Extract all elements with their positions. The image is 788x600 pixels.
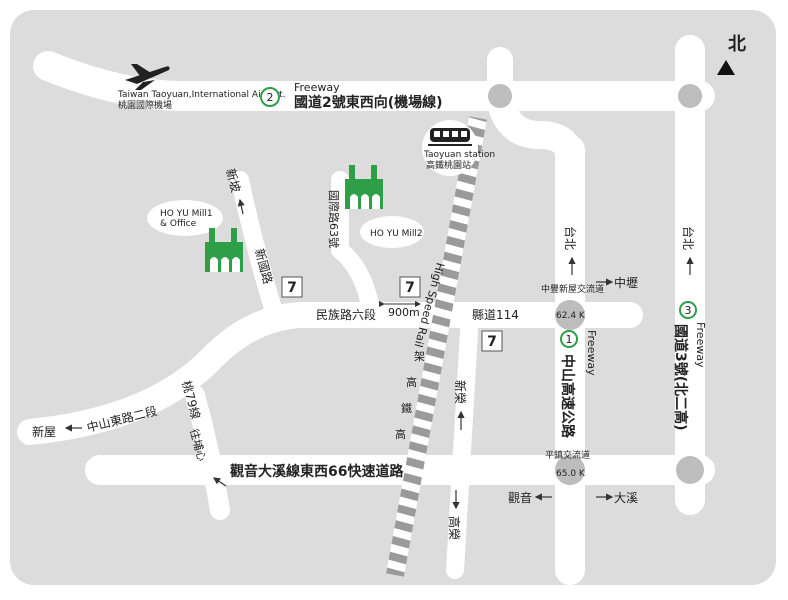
mill1-line2: & Office	[160, 219, 197, 229]
hsr-zh-3: 鐵	[401, 401, 412, 415]
freeway2-junction-circle	[488, 84, 512, 108]
station-zh: 高鐵桃園站	[426, 159, 471, 171]
fw1-en: Freeway	[585, 330, 598, 376]
fw3-name: 國道3號(北二高)	[672, 324, 689, 431]
xinrong-label: 新榮	[453, 380, 468, 404]
seven-eleven-icon: 7	[281, 276, 303, 298]
daxi-dir-label: 大溪	[614, 491, 638, 505]
fw1-interchange-north: 中豐新屋交流道	[541, 283, 604, 295]
fw3-shield-icon: 3	[679, 301, 697, 319]
mill1-line1: HO YU Mill1	[160, 209, 213, 219]
fw1-shield-icon: 1	[560, 330, 578, 348]
svg-text:7: 7	[487, 334, 497, 350]
link-road	[486, 82, 584, 174]
fw1-k-south: 65.0 K	[556, 469, 586, 479]
factory-icon	[345, 165, 383, 209]
interchange-north-circle	[555, 300, 585, 330]
hsr-zh-2: 高	[406, 375, 417, 389]
fw1-taipei-label: 台北	[563, 226, 578, 250]
seven-eleven-icon: 7	[481, 330, 503, 352]
freeway2-shield-icon: 2	[260, 87, 280, 107]
county114-label: 縣道114	[472, 308, 519, 322]
xinwu-left-label: 新屋	[32, 424, 56, 439]
wangpu-arrow-icon	[213, 477, 227, 487]
airport-zh: 桃園國際機場	[118, 99, 172, 111]
fw3-en: Freeway	[694, 322, 707, 368]
xinpo-arrow-icon	[237, 198, 245, 215]
xinguo-road	[231, 171, 284, 324]
xinpo-label: 新坡	[223, 167, 244, 194]
gaorong-label: 高榮	[447, 516, 462, 540]
fw1-k-north: 62.4 K	[556, 311, 586, 321]
mill2-label: HO YU Mill2	[370, 229, 423, 239]
train-icon	[428, 128, 472, 146]
hsr-rail	[386, 116, 487, 577]
airport-en: Taiwan Taoyuan,International Airport.	[117, 90, 286, 100]
freeway3-junction-south-circle	[676, 456, 704, 484]
station-en: Taoyuan station	[423, 150, 495, 160]
interchange-south-circle	[555, 455, 585, 485]
freeway2-name: 國道2號東西向(機場線)	[294, 94, 443, 111]
guanyin-dir-label: 觀音	[508, 490, 532, 505]
freeway2-en: Freeway	[294, 81, 340, 94]
svg-text:1: 1	[566, 333, 573, 346]
guanyin66-label: 觀音大溪線東西66快速道路	[230, 463, 404, 480]
tao79-road	[185, 385, 230, 520]
seven-eleven-icon: 7	[399, 276, 421, 298]
hsr-zh-1: 架	[414, 350, 425, 363]
hsr-zh-4: 高	[395, 427, 406, 441]
north-arrow-icon	[717, 60, 735, 75]
xinrong-road	[446, 306, 479, 579]
mill1-bubble	[147, 200, 223, 236]
lane63-road	[331, 171, 381, 324]
freeway3-junction-north-circle	[678, 84, 702, 108]
fw1-name: 中山高速公路	[559, 354, 576, 439]
airplane-icon	[125, 64, 170, 90]
fw1-interchange-south: 平鎮交流道	[545, 449, 590, 461]
distance-label: 900m	[388, 306, 420, 319]
svg-text:2: 2	[267, 91, 274, 104]
fw1-zhongli-label: 中壢	[614, 275, 638, 290]
minzu6-label: 民族路六段	[316, 307, 376, 322]
svg-text:7: 7	[405, 280, 415, 296]
fw3-taipei-label: 台北	[681, 226, 696, 250]
north-label: 北	[728, 34, 746, 55]
roads	[17, 35, 715, 585]
freeway2-road	[33, 51, 715, 111]
svg-text:7: 7	[287, 280, 297, 296]
factory-icon	[205, 228, 243, 272]
svg-text:3: 3	[685, 304, 692, 317]
lane63-label: 國際路63號	[327, 190, 340, 248]
mill2-bubble	[360, 216, 424, 248]
